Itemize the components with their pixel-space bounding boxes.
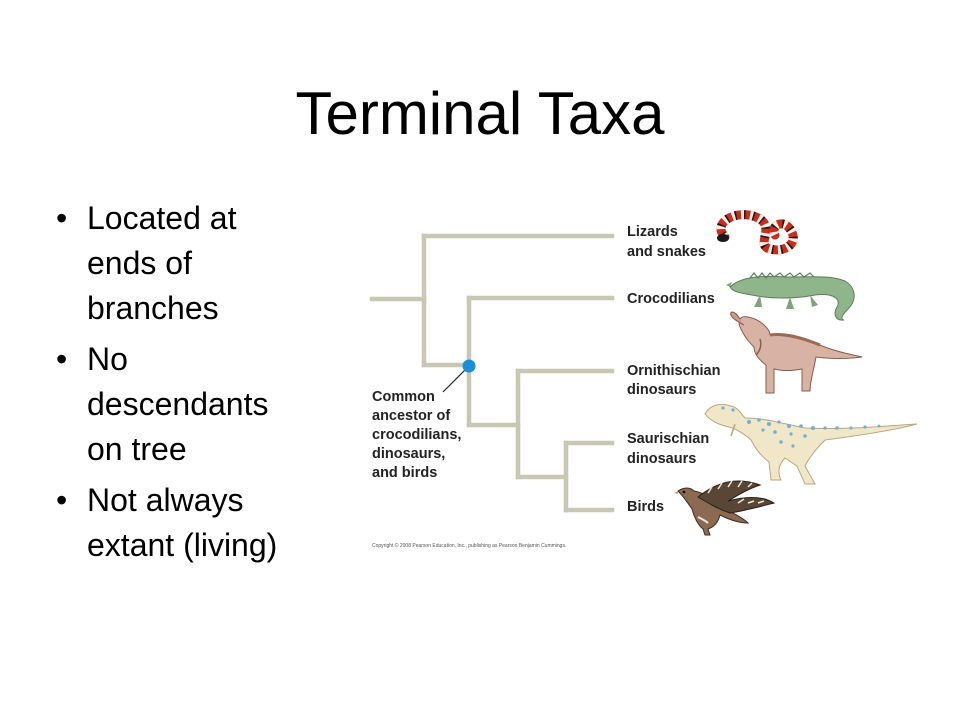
- snake-icon: [716, 210, 798, 255]
- ancestor-label: Common ancestor of crocodilians, dinosau…: [372, 389, 461, 481]
- ornithischian-icon: [730, 311, 863, 394]
- bullet-list: • Located at ends of branches • No desce…: [56, 196, 356, 574]
- bullet-line: descendants: [87, 386, 269, 422]
- bullet-icon: •: [56, 341, 68, 377]
- taxon-label-line: dinosaurs: [627, 382, 696, 398]
- bullet-line: branches: [87, 290, 219, 326]
- ancestor-label-line: crocodilians,: [372, 427, 461, 443]
- bullet-item: • Located at ends of branches: [56, 196, 356, 331]
- bullet-line: on tree: [87, 431, 187, 467]
- saurischian-icon: [704, 403, 918, 485]
- bullet-item: • No descendants on tree: [56, 337, 356, 472]
- ancestor-label-line: and birds: [372, 465, 437, 481]
- taxon-label-line: dinosaurs: [627, 451, 696, 467]
- copyright-note: Copyright © 2008 Pearson Education, Inc.…: [372, 542, 566, 549]
- bird-icon: [674, 480, 776, 536]
- ancestor-label-line: Common: [372, 389, 435, 405]
- taxon-label-line: Lizards: [627, 224, 678, 240]
- taxon-label-crocodilians: Crocodilians: [627, 291, 715, 307]
- common-ancestor-node-icon: [462, 359, 476, 373]
- bullet-line: No: [87, 341, 128, 377]
- cladogram: Common ancestor of crocodilians, dinosau…: [369, 210, 918, 549]
- bullet-icon: •: [56, 482, 68, 518]
- taxon-label-line: and snakes: [627, 244, 706, 260]
- slide-title: Terminal Taxa: [295, 80, 665, 147]
- bullet-icon: •: [56, 200, 68, 236]
- taxon-label-line: Saurischian: [627, 431, 709, 447]
- bullet-item: • Not always extant (living): [56, 478, 356, 568]
- bullet-line: Located at: [87, 200, 237, 236]
- ancestor-label-line: ancestor of: [372, 408, 450, 424]
- taxon-label-birds: Birds: [627, 499, 664, 515]
- bullet-line: ends of: [87, 245, 192, 281]
- crocodile-icon: [726, 272, 855, 321]
- taxon-label-line: Crocodilians: [627, 291, 715, 307]
- taxon-label-line: Birds: [627, 499, 664, 515]
- taxon-label-saurischian: Saurischian dinosaurs: [627, 431, 709, 467]
- ancestor-label-line: dinosaurs,: [372, 446, 445, 462]
- taxon-label-lizards-and-snakes: Lizards and snakes: [627, 224, 706, 260]
- bullet-line: Not always: [87, 482, 244, 518]
- taxon-label-ornithischian: Ornithischian dinosaurs: [627, 363, 720, 398]
- taxon-label-line: Ornithischian: [627, 363, 720, 379]
- bullet-line: extant (living): [87, 527, 278, 563]
